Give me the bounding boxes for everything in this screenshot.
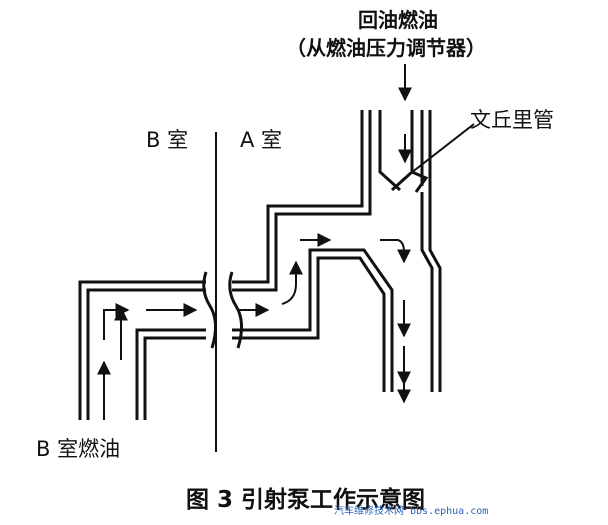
watermark: 汽车维修技术网 bbs.ephua.com	[334, 506, 489, 517]
inlet-pipe-inner-right	[135, 328, 206, 420]
venturi-label: 文丘里管	[470, 108, 554, 132]
b-chamber-fuel-label: B 室燃油	[36, 437, 121, 461]
venturi-tip-right	[411, 170, 429, 193]
venturi-nozzle-left	[378, 110, 402, 192]
return-fuel-label: 回油燃油	[358, 8, 438, 32]
pipe-walls	[78, 110, 442, 452]
a-pipe-lower-inner	[232, 248, 394, 392]
a-pipe-lower-outer	[232, 256, 386, 392]
venturi-nozzle-right	[390, 110, 414, 192]
inlet-pipe-outer-left	[78, 280, 206, 420]
arrow-inlet-turn	[103, 303, 130, 340]
figure-caption: 图 3 引射泵工作示意图	[186, 487, 426, 513]
flow-arrows	[97, 64, 412, 420]
inlet-pipe-outer-right	[143, 336, 206, 420]
inlet-pipe-inner-left	[86, 288, 206, 420]
outlet-inner-right	[420, 192, 434, 392]
chamber-b-label: B 室	[146, 128, 189, 152]
a-pipe-upper-outer	[232, 178, 364, 284]
break-mark-right	[228, 271, 243, 349]
arrow-merge-down	[380, 239, 411, 264]
venturi-leader-line	[401, 123, 475, 181]
outlet-outer-right	[428, 186, 442, 392]
break-mark-left	[202, 271, 217, 349]
a-pipe-upper-inner	[232, 186, 372, 292]
arrow-a-up	[281, 260, 303, 305]
fuel-source-label: （从燃油压力调节器）	[286, 36, 486, 60]
chamber-a-label: A 室	[240, 128, 283, 152]
